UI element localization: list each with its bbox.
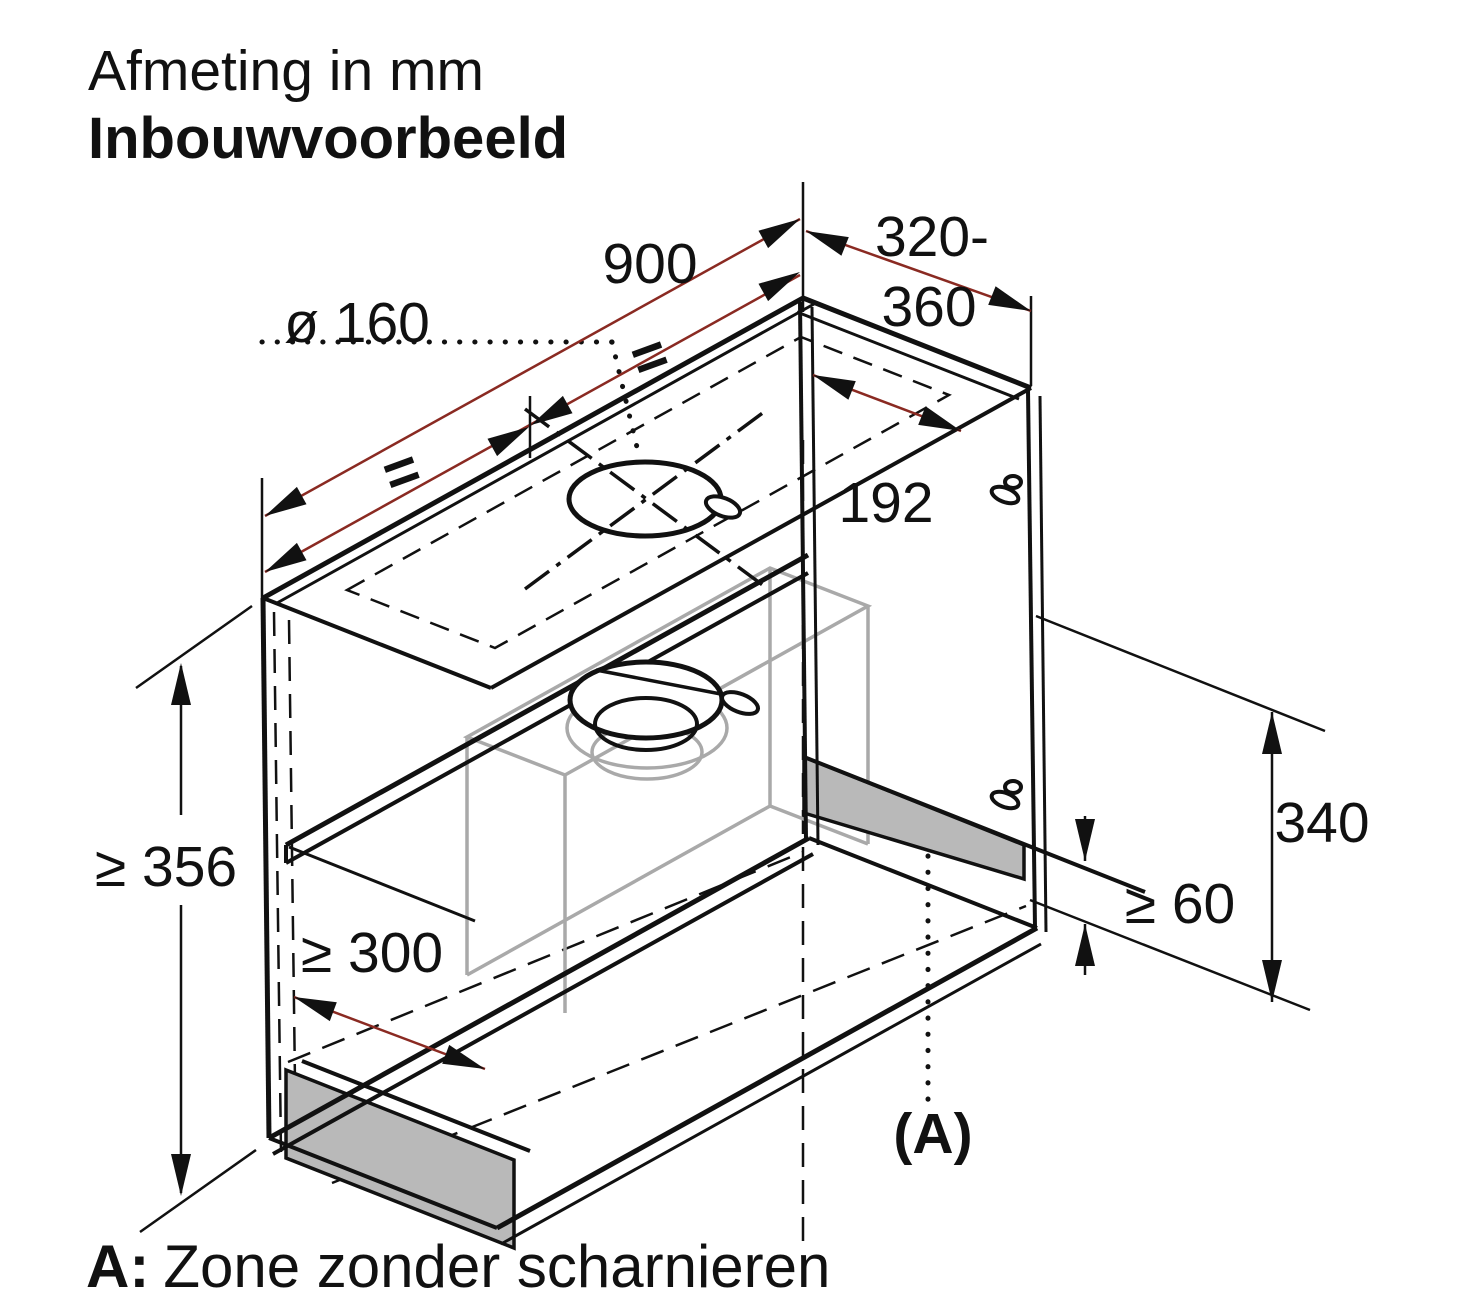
legend-caption: A:Zone zonder scharnieren [86, 1232, 830, 1301]
dim-hole-centering [264, 272, 801, 574]
extension-lines [135, 182, 1326, 1234]
intermediate-shelf [284, 552, 810, 923]
zone-a-band [802, 754, 1026, 882]
dim-min-height-356 [171, 663, 191, 1196]
dim-depth-label-line1: 320- [875, 205, 989, 269]
duct-collar [567, 659, 760, 752]
title-units: Afmeting in mm [88, 39, 484, 103]
dim-192-label: 192 [838, 471, 933, 535]
bottom-front-rail [284, 1059, 531, 1251]
legend-text: Zone zonder scharnieren [163, 1233, 831, 1300]
duct-hole-top [523, 407, 770, 591]
dim-300-label: ≥ 300 [301, 921, 443, 985]
dim-width-label: 900 [602, 232, 697, 296]
hinge-icon-top [989, 474, 1023, 506]
cabinet-outline [260, 295, 1048, 1246]
dim-min-gap-60 [1075, 816, 1095, 975]
collar-tab [720, 690, 760, 716]
page-title: Afmeting in mm Inbouwvoorbeeld [88, 38, 568, 174]
zone-a-ref-label: (A) [893, 1102, 972, 1166]
hole-diameter-leader [259, 339, 643, 463]
dim-depth-320-360 [805, 229, 1032, 313]
dim-width-900 [264, 217, 801, 518]
legend-label: A: [86, 1233, 150, 1300]
dim-192 [812, 373, 962, 433]
dim-min-depth-300 [293, 995, 486, 1071]
dim-340-label: 340 [1274, 791, 1369, 855]
dim-60-label: ≥ 60 [1125, 872, 1236, 936]
equal-mark-2: = [622, 319, 678, 394]
dim-356-label: ≥ 356 [95, 835, 237, 899]
hole-diameter-label: ø 160 [284, 291, 430, 355]
dim-depth-label-line2: 360 [881, 275, 976, 339]
hinge-icon-bottom [989, 779, 1023, 811]
dim-side-height-340 [1262, 712, 1282, 1002]
equal-mark-1: = [374, 434, 430, 509]
hole-tab [703, 494, 743, 520]
title-subtitle: Inbouwvoorbeeld [88, 106, 569, 172]
